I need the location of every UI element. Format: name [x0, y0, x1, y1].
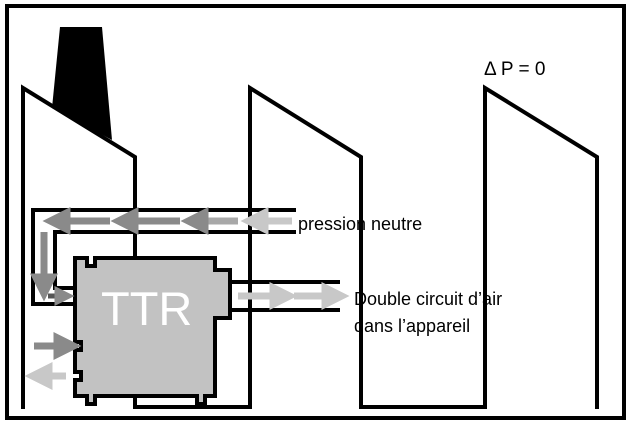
neutral-pressure-duct	[31, 208, 296, 306]
outer-frame	[5, 4, 626, 420]
ttr-unit-label: TTR	[101, 282, 192, 335]
building-roof-outline	[21, 84, 599, 409]
double-circuit-label-line2: dans l’appareil	[354, 316, 470, 336]
double-circuit-label-line1: Double circuit d’air	[354, 289, 502, 309]
ttr-unit	[73, 256, 232, 406]
chimney-icon	[52, 27, 112, 140]
building-roof-lines	[135, 27, 485, 157]
roof-ridge-1	[135, 88, 250, 157]
neutral-pressure-label: pression neutre	[298, 214, 422, 234]
delta-p-label: Δ P = 0	[484, 59, 545, 80]
